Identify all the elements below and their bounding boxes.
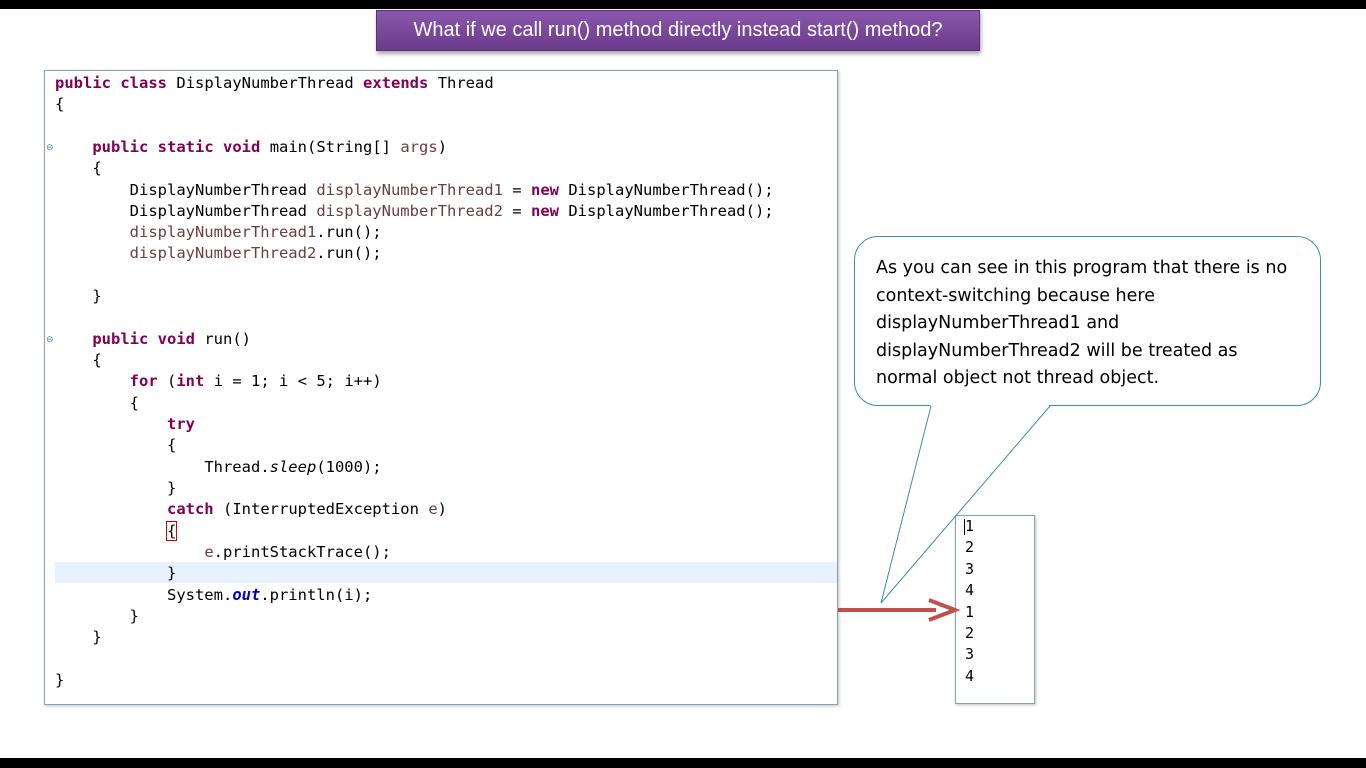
code-line: { — [166, 436, 177, 454]
code-line: { — [92, 351, 102, 369]
output-line: 4 — [965, 581, 975, 599]
code-line: DisplayNumberThread displayNumberThread1… — [129, 181, 774, 199]
code-line: } — [166, 564, 177, 582]
code-line: public class DisplayNumberThread extends… — [55, 74, 494, 92]
fold-marker-icon[interactable]: ⊖ — [46, 143, 54, 153]
code-line: catch (InterruptedException e) — [166, 500, 447, 518]
code-line: try — [166, 415, 195, 433]
code-line: Thread.sleep(1000); — [204, 458, 382, 476]
code-line: { — [92, 159, 102, 177]
code-line: } — [166, 479, 177, 497]
console-output-panel: 1 2 3 4 1 2 3 4 — [955, 515, 1035, 704]
code-line: { — [55, 95, 65, 113]
explanation-callout: As you can see in this program that ther… — [854, 236, 1321, 406]
output-line: 1 — [965, 517, 975, 535]
code-line: } — [55, 671, 65, 689]
code-line: { — [129, 394, 139, 412]
current-line-highlight — [55, 562, 837, 583]
code-line: System.out.println(i); — [166, 586, 373, 604]
code-line: public void run() — [92, 330, 252, 348]
code-line: displayNumberThread2.run(); — [129, 244, 382, 262]
output-line: 3 — [965, 560, 975, 578]
code-line: } — [92, 628, 102, 646]
output-line: 1 — [965, 603, 975, 621]
fold-marker-icon[interactable]: ⊖ — [46, 335, 54, 345]
callout-text: As you can see in this program that ther… — [876, 258, 1288, 388]
code-line: public static void main(String[] args) — [92, 138, 448, 156]
code-line: DisplayNumberThread displayNumberThread2… — [129, 202, 774, 220]
output-line: 2 — [965, 624, 975, 642]
code-line: displayNumberThread1.run(); — [129, 223, 382, 241]
code-line: } — [92, 287, 102, 305]
code-editor-panel: ⊖ ⊖ public class DisplayNumberThread ext… — [44, 70, 838, 705]
top-black-bar — [0, 0, 1366, 9]
output-line: 2 — [965, 538, 975, 556]
bottom-black-bar — [0, 758, 1366, 768]
code-line: for (int i = 1; i < 5; i++) — [129, 372, 382, 390]
code-line: } — [129, 607, 139, 625]
matching-brace-marker: { — [165, 521, 178, 541]
slide-title: What if we call run() method directly in… — [376, 10, 980, 51]
code-line: e.printStackTrace(); — [204, 543, 391, 561]
output-line: 4 — [965, 667, 975, 685]
code-line: { — [55, 521, 178, 542]
output-line: 3 — [965, 645, 975, 663]
